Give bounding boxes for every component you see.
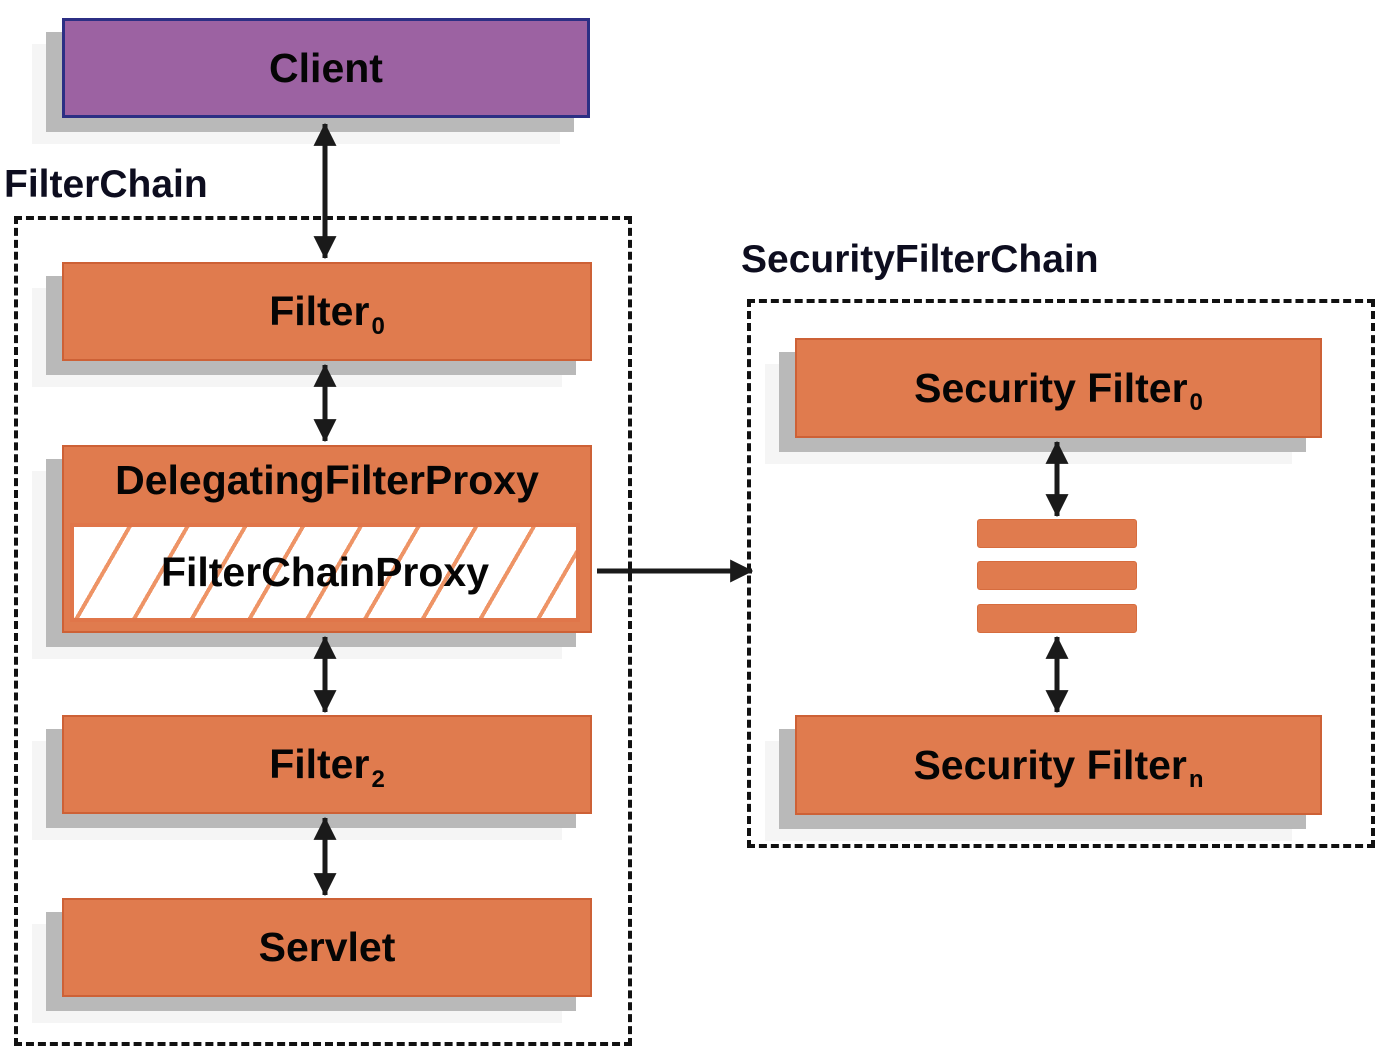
security-filter0-label: Security Filter <box>914 364 1188 411</box>
delegating-filter-proxy-label: DelegatingFilterProxy <box>115 457 539 503</box>
security-filter-ellipsis-bar <box>977 604 1137 633</box>
filterchain-label: FilterChain <box>4 163 208 206</box>
servlet-label: Servlet <box>258 924 396 970</box>
security-filtern-subscript: n <box>1188 766 1204 793</box>
security-filterchain-label: SecurityFilterChain <box>741 238 1099 281</box>
security-filter0-subscript: 0 <box>1189 389 1203 416</box>
security-filtern-label: Security Filter <box>913 741 1187 788</box>
client-label: Client <box>269 44 383 91</box>
security-filter-ellipsis-bar <box>977 519 1137 548</box>
filter0-subscript: 0 <box>371 312 385 340</box>
client-box: Client <box>62 18 590 118</box>
filter2-label: Filter <box>269 741 370 787</box>
servlet-box: Servlet <box>62 898 592 997</box>
filter-chain-proxy-box: FilterChainProxy <box>70 523 580 622</box>
security-filter-ellipsis-bar <box>977 561 1137 590</box>
delegating-filter-proxy-box: DelegatingFilterProxy FilterChainProxy <box>62 445 592 633</box>
filter0-label: Filter <box>269 288 370 334</box>
filter2-subscript: 2 <box>371 765 385 793</box>
filter-chain-proxy-label: FilterChainProxy <box>160 549 490 595</box>
